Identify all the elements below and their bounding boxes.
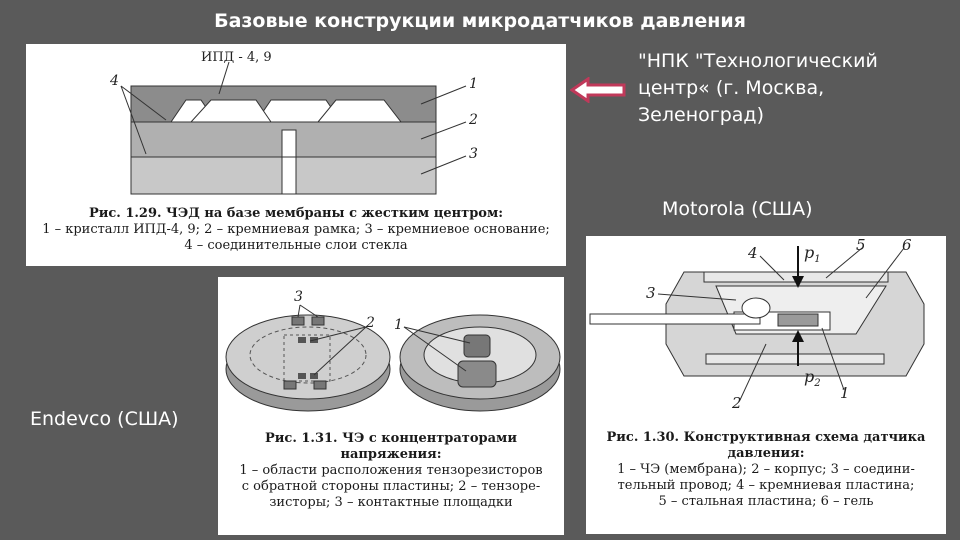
pointer-arrow-icon <box>570 77 626 103</box>
callout-3: 3 <box>646 284 656 302</box>
caption-line: зисторы; 3 – контактные площадки <box>269 495 513 510</box>
caption-line: 4 – соединительные слои стекла <box>184 238 408 253</box>
caption-line: 1 – ЧЭ (мембрана); 2 – корпус; 3 – соеди… <box>617 462 915 477</box>
figure-1-31-panel: 3 2 1 Рис. 1.31. ЧЭ с концентраторами на… <box>218 277 564 535</box>
caption-title: напряжения: <box>340 447 442 462</box>
base-channel <box>281 156 297 195</box>
callout-4: 4 <box>109 73 119 89</box>
callout-5: 5 <box>856 236 866 254</box>
figure-1-31-caption: Рис. 1.31. ЧЭ с концентраторами напряжен… <box>218 431 564 511</box>
callout-2: 2 <box>365 315 375 331</box>
npk-label: "НПК "Технологический центр« (г. Москва,… <box>638 50 878 126</box>
motorola-label: Motorola (США) <box>662 198 813 220</box>
figure-1-30-diagram: 4 5 6 3 2 1 p1 p2 <box>589 236 925 412</box>
callout-2: 2 <box>731 394 742 412</box>
slide-title: Базовые конструкции микродатчиков давлен… <box>214 10 746 32</box>
figure-1-30-caption: Рис. 1.30. Конструктивная схема датчика … <box>586 430 946 510</box>
caption-title: давления: <box>727 446 805 461</box>
caption-line: 1 – области расположения тензорезисторов <box>239 463 543 478</box>
caption-title: Рис. 1.31. ЧЭ с концентраторами <box>265 431 517 446</box>
callout-6: 6 <box>902 236 912 254</box>
callout-1: 1 <box>394 317 403 333</box>
callout-3: 3 <box>294 289 303 305</box>
caption-title: Рис. 1.30. Конструктивная схема датчика <box>606 430 926 445</box>
caption-line: 5 – стальная пластина; 6 – гель <box>658 494 874 509</box>
endevco-label: Endevco (США) <box>30 408 179 430</box>
pressure-p1-label: p1 <box>804 243 821 265</box>
caption-line: 1 – кристалл ИПД-4, 9; 2 – кремниевая ра… <box>42 222 550 237</box>
callout-1: 1 <box>469 76 478 92</box>
figure-1-29-caption: Рис. 1.29. ЧЭД на базе мембраны с жестки… <box>26 206 566 254</box>
pressure-p2-label: p2 <box>804 367 821 389</box>
caption-line: с обратной стороны пластины; 2 – тензоре… <box>241 479 541 494</box>
silicon-frame-layer <box>130 121 437 158</box>
ipd-label: ИПД - 4, 9 <box>201 50 272 65</box>
caption-line: тельный провод; 4 – кремниевая пластина; <box>617 478 915 493</box>
callout-2: 2 <box>468 112 478 128</box>
figure-1-29-panel: ИПД - 4, 9 4 1 2 3 Рис. 1.29. ЧЭД на баз… <box>26 44 566 266</box>
membrane-cavity <box>189 99 272 123</box>
caption-title: Рис. 1.29. ЧЭД на базе мембраны с жестки… <box>88 206 504 221</box>
figure-1-31-diagram: 3 2 1 <box>225 289 561 412</box>
figure-1-30-panel: 4 5 6 3 2 1 p1 p2 Рис. 1.30. Конструктив… <box>586 236 946 534</box>
membrane-cavity <box>316 99 403 123</box>
figure-1-29-diagram: ИПД - 4, 9 4 1 2 3 <box>109 50 478 195</box>
callout-3: 3 <box>469 146 478 162</box>
callout-4: 4 <box>747 244 758 262</box>
callout-1: 1 <box>840 384 850 402</box>
